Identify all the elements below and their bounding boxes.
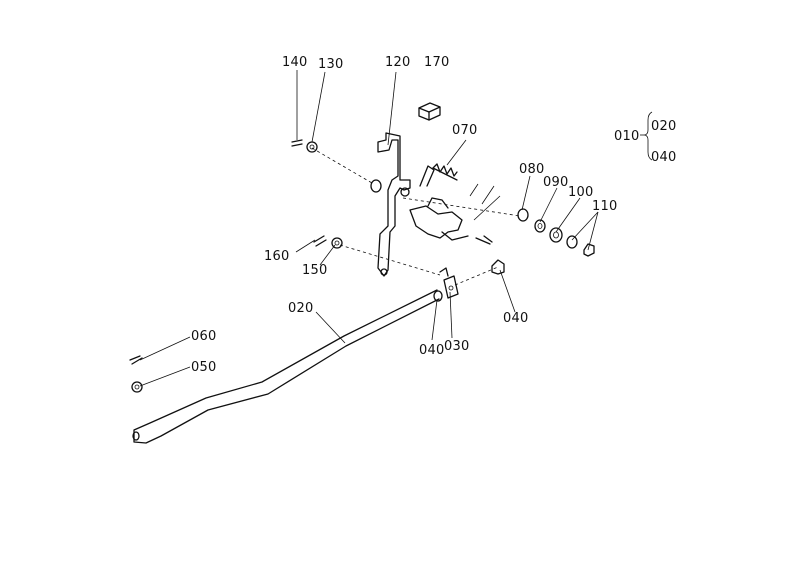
label-080: 080 [519,162,544,177]
label-110: 110 [592,199,617,214]
label-100: 100 [568,185,593,200]
washers-and-nuts [517,208,595,257]
legend-item-020: 020 [651,119,676,134]
label-160: 160 [264,249,289,264]
label-170: 170 [424,55,449,70]
control-rod [132,289,440,444]
label-140: 140 [282,55,307,70]
label-040-left: 040 [419,343,444,358]
assembly-axes [311,147,521,286]
legend-item-040: 040 [651,150,676,165]
block-part [418,102,441,121]
label-030: 030 [444,339,469,354]
bracket-plate [370,132,411,277]
label-130: 130 [318,57,343,72]
governor-arm [409,183,501,245]
label-050: 050 [191,360,216,375]
label-070: 070 [452,123,477,138]
pin-and-washer-top [291,139,318,153]
rod-joint [433,259,505,302]
label-040-right: 040 [503,311,528,326]
pin-and-washer-left [313,235,343,249]
legend-root: 010 [614,129,639,144]
label-060: 060 [191,329,216,344]
assembly-legend: 010 020 040 [614,111,676,165]
label-090: 090 [543,175,568,190]
part-labels: 140 130 120 170 070 080 090 100 110 160 … [191,55,617,375]
leader-lines [139,70,599,387]
label-020: 020 [288,301,313,316]
rod-end-pin [129,355,143,393]
label-150: 150 [302,263,327,278]
spring-part [419,163,458,187]
label-120: 120 [385,55,410,70]
